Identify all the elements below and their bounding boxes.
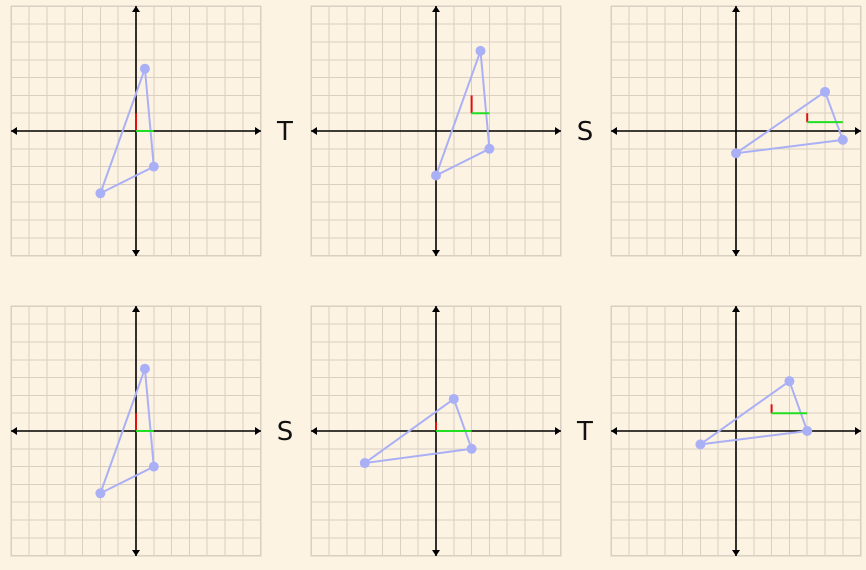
- operator-label-3: S: [277, 417, 294, 447]
- vertex-point[interactable]: [139, 63, 150, 74]
- arrowhead-icon: [255, 127, 261, 135]
- panel-bottom-2: [310, 305, 562, 557]
- triangle: [735, 90, 845, 155]
- operator-label-1: T: [276, 117, 293, 147]
- vertex-point[interactable]: [820, 86, 830, 97]
- panel-bottom-3: [610, 305, 862, 557]
- vertex-point[interactable]: [148, 161, 159, 172]
- triangle: [98, 368, 155, 496]
- panel-top-2: [310, 5, 562, 257]
- vertex-point[interactable]: [95, 188, 106, 199]
- arrowhead-icon: [132, 250, 140, 256]
- arrowhead-icon: [432, 250, 440, 256]
- vertex-point[interactable]: [695, 439, 706, 450]
- arrowhead-icon: [132, 306, 140, 312]
- vertex-point[interactable]: [475, 45, 486, 56]
- triangle: [434, 50, 491, 178]
- arrowhead-icon: [732, 306, 740, 312]
- vertex-point[interactable]: [837, 134, 848, 145]
- panel-top-3: [610, 5, 862, 257]
- arrowhead-icon: [11, 427, 17, 435]
- arrowhead-icon: [732, 250, 740, 256]
- arrowhead-icon: [311, 427, 317, 435]
- arrowhead-icon: [732, 6, 740, 12]
- arrowhead-icon: [432, 6, 440, 12]
- vertex-point[interactable]: [448, 393, 459, 404]
- vertex-point[interactable]: [148, 461, 159, 472]
- arrowhead-icon: [732, 550, 740, 556]
- operator-label-4: T: [576, 417, 593, 447]
- arrowhead-icon: [311, 127, 317, 135]
- panel-top-1: [10, 5, 262, 257]
- vertex-point[interactable]: [95, 488, 106, 499]
- vertex-point[interactable]: [731, 148, 741, 159]
- vertex-point[interactable]: [484, 143, 495, 154]
- arrowhead-icon: [855, 127, 861, 135]
- triangle: [364, 397, 473, 465]
- triangle: [98, 68, 155, 196]
- arrowhead-icon: [132, 550, 140, 556]
- vertex-point[interactable]: [802, 426, 813, 436]
- arrowhead-icon: [432, 550, 440, 556]
- arrowhead-icon: [11, 127, 17, 135]
- vertex-point[interactable]: [359, 458, 370, 469]
- arrowhead-icon: [432, 306, 440, 312]
- triangle: [699, 379, 809, 446]
- arrowhead-icon: [132, 6, 140, 12]
- panel-bottom-1: [10, 305, 262, 557]
- vertex-point[interactable]: [784, 376, 795, 387]
- arrowhead-icon: [555, 427, 561, 435]
- arrowhead-icon: [855, 427, 861, 435]
- arrowhead-icon: [255, 427, 261, 435]
- arrowhead-icon: [555, 127, 561, 135]
- vertex-point[interactable]: [139, 363, 150, 374]
- vertex-point[interactable]: [466, 443, 477, 454]
- vertex-point[interactable]: [431, 170, 441, 181]
- arrowhead-icon: [611, 127, 617, 135]
- arrowhead-icon: [611, 427, 617, 435]
- operator-label-2: S: [577, 117, 594, 147]
